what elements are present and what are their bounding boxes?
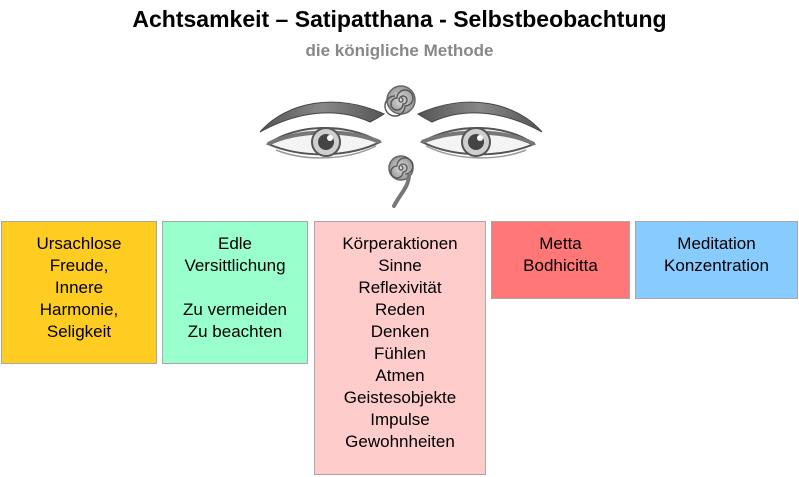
box-line: Sinne xyxy=(378,256,422,275)
box-line: Harmonie, xyxy=(39,300,119,319)
left-brow xyxy=(259,101,386,133)
box-line: Konzentration xyxy=(664,256,769,275)
box-line: Metta xyxy=(539,234,582,253)
third-eye-spiral xyxy=(384,85,416,117)
box-meditation: Meditation Konzentration xyxy=(635,221,798,299)
page-subtitle: die königliche Methode xyxy=(305,41,494,60)
box-line xyxy=(163,277,307,299)
box-line: Bodhicitta xyxy=(523,256,598,275)
box-line: Zu vermeiden xyxy=(183,300,287,319)
box-versittlichung: Edle Versittlichung Zu vermeiden Zu beac… xyxy=(162,221,308,364)
box-objekte: Körperaktionen Sinne Reflexivität Reden … xyxy=(314,221,486,475)
left-eye xyxy=(265,127,383,159)
box-line: Freude, xyxy=(49,256,109,275)
box-line: Atmen xyxy=(375,366,425,385)
box-line: Edle xyxy=(217,234,253,253)
box-line: Denken xyxy=(370,322,430,341)
box-line: Gewohnheiten xyxy=(345,432,455,451)
buddha-eyes-icon xyxy=(259,85,543,208)
box-metta: Metta Bodhicitta xyxy=(491,221,630,299)
box-freude: Ursachlose Freude, Innere Harmonie, Seli… xyxy=(1,221,157,364)
box-line: Ursachlose xyxy=(36,234,122,253)
box-line: Geistesobjekte xyxy=(343,388,457,407)
box-line: Reden xyxy=(374,300,426,319)
box-line: Zu beachten xyxy=(187,322,283,341)
box-line: Impulse xyxy=(370,410,430,429)
box-line: Fühlen xyxy=(374,344,426,363)
box-line: Innere xyxy=(54,278,104,297)
page-title: Achtsamkeit – Satipatthana - Selbstbeoba… xyxy=(132,6,667,32)
right-brow xyxy=(416,101,543,133)
box-line: Seligkeit xyxy=(46,322,112,341)
box-line: Reflexivität xyxy=(358,278,442,297)
box-line: Versittlichung xyxy=(184,256,286,275)
box-line: Körperaktionen xyxy=(342,234,458,253)
nose-spiral xyxy=(388,155,414,208)
box-line: Meditation xyxy=(677,234,756,253)
right-eye xyxy=(419,127,537,159)
